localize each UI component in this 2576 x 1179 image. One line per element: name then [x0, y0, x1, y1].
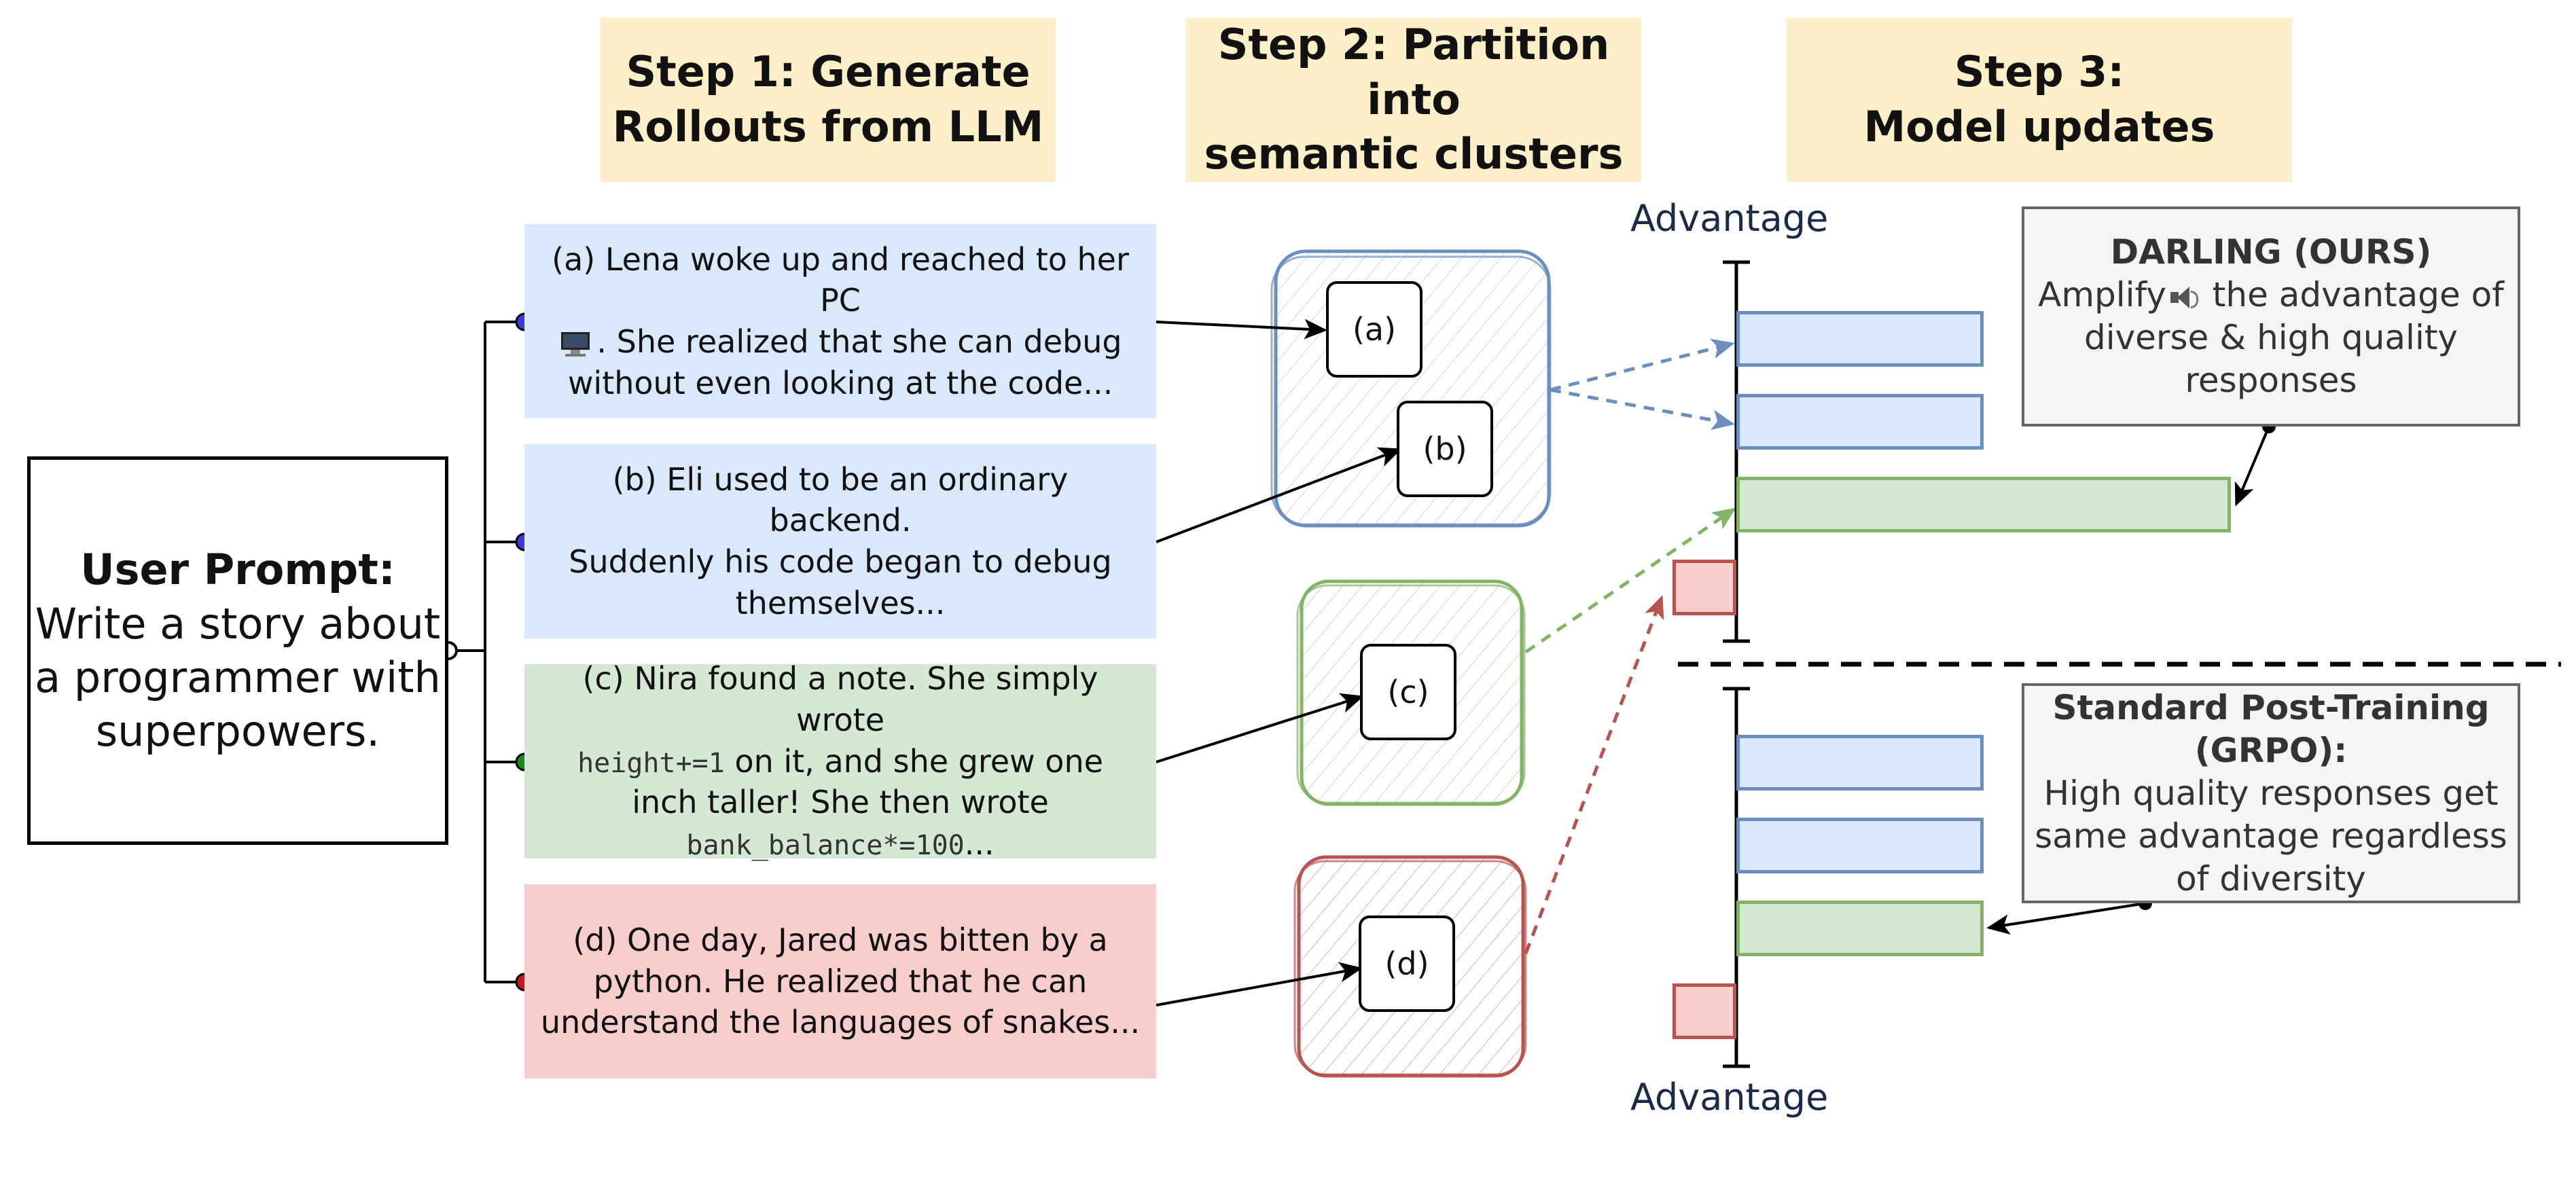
- dash-blue-2: [1550, 388, 1735, 431]
- grpo-bar-b: [1736, 818, 1984, 873]
- rollout-c-tail: ...: [964, 825, 995, 863]
- arrow-b: [1156, 447, 1402, 543]
- cluster-node-c: (c): [1360, 644, 1456, 740]
- dash-green: [1524, 507, 1736, 654]
- cluster-red-sketch: [1293, 860, 1527, 1076]
- cluster-node-b: (b): [1397, 401, 1493, 497]
- rollout-b-line3: themselves...: [735, 584, 946, 621]
- dash-red: [1524, 595, 1664, 954]
- rollout-d-line1: (d) One day, Jared was bitten by a: [573, 921, 1108, 958]
- step1-line1: Step 1: Generate: [626, 47, 1031, 97]
- grpo-line1: High quality responses get: [2043, 773, 2499, 813]
- darling-line1: Amplify the advantage of: [2038, 274, 2504, 316]
- cluster-node-d: (d): [1359, 915, 1455, 1012]
- axis-top-label: Advantage: [1630, 197, 1829, 240]
- rollout-c-line2-rest: on it, and she grew one: [724, 742, 1103, 780]
- rollout-a-line1: (a) Lena woke up and reached to her PC: [552, 240, 1129, 319]
- rollout-b-line1: (b) Eli used to be an ordinary backend.: [612, 460, 1069, 539]
- rollout-c-line4: bank_balance*=100...: [686, 823, 994, 865]
- grpo-bar-d: [1672, 983, 1736, 1039]
- rollout-b: (b) Eli used to be an ordinary backend. …: [524, 444, 1156, 638]
- rollout-a-line3: without even looking at the code...: [567, 364, 1113, 401]
- grpo-bar-c: [1736, 901, 1984, 956]
- step3-header: Step 3: Model updates: [1787, 18, 2292, 182]
- rollout-c-line1: (c) Nira found a note. She simply wrote: [582, 660, 1098, 738]
- darling-bar-d: [1672, 560, 1736, 615]
- grpo-title1: Standard Post-Training: [2052, 687, 2490, 727]
- axis-bottom-label: Advantage: [1630, 1076, 1829, 1119]
- darling-pointer: [2234, 426, 2270, 507]
- darling-bar-a: [1736, 311, 1984, 367]
- prompt-tree: [448, 321, 524, 983]
- darling-bar-b: [1736, 394, 1984, 450]
- rollout-c: (c) Nira found a note. She simply wrote …: [524, 660, 1156, 862]
- arrow-a: [1156, 319, 1327, 340]
- cluster-green-sketch: [1296, 584, 1526, 804]
- grpo-bar-a: [1736, 735, 1984, 791]
- rollout-a-line2: . She realized that she can debug: [596, 323, 1122, 360]
- step3-line2: Model updates: [1863, 102, 2215, 151]
- step2-header: Step 2: Partition into semantic clusters: [1186, 18, 1641, 182]
- rollout-d-line3: understand the languages of snakes...: [540, 1004, 1141, 1041]
- step2-line2: semantic clusters: [1204, 129, 1624, 179]
- darling-line3: responses: [2185, 361, 2357, 400]
- darling-line2: diverse & high quality: [2083, 318, 2458, 357]
- speaker-icon: [2169, 284, 2199, 311]
- user-prompt-title: User Prompt:: [80, 545, 395, 595]
- arrow-d: [1156, 962, 1363, 1006]
- grpo-line2: same advantage regardless: [2035, 816, 2507, 856]
- cluster-node-a: (a): [1326, 281, 1423, 378]
- step2-line1: Step 2: Partition into: [1217, 20, 1610, 124]
- step1-header: Step 1: Generate Rollouts from LLM: [601, 18, 1056, 182]
- darling-line1-post: the advantage of: [2201, 275, 2504, 314]
- user-prompt-box: User Prompt: Write a story about a progr…: [27, 456, 448, 845]
- computer-icon: [558, 331, 592, 358]
- rollout-c-line3: inch taller! She then wrote: [632, 784, 1049, 821]
- user-prompt-line3: superpowers.: [95, 706, 380, 757]
- rollout-b-line2: Suddenly his code began to debug: [569, 543, 1112, 580]
- rollout-c-code2: bank_balance*=100: [686, 830, 965, 862]
- grpo-title2: (GRPO):: [2194, 730, 2348, 770]
- user-prompt-line1: Write a story about: [35, 598, 441, 649]
- rollout-d-line2: python. He realized that he can: [593, 962, 1088, 1000]
- darling-bar-c: [1736, 477, 2231, 532]
- darling-callout: DARLING (OURS) Amplify the advantage of …: [2022, 206, 2520, 427]
- user-prompt-line2: a programmer with: [35, 653, 441, 702]
- rollout-d: (d) One day, Jared was bitten by a pytho…: [524, 884, 1156, 1078]
- step1-line2: Rollouts from LLM: [612, 102, 1044, 151]
- rollout-c-line2: height+=1 on it, and she grew one: [577, 741, 1103, 782]
- rollout-a-line2-wrap: . She realized that she can debug: [558, 321, 1122, 363]
- grpo-callout: Standard Post-Training (GRPO): High qual…: [2022, 683, 2520, 903]
- darling-line1-pre: Amplify: [2038, 275, 2166, 314]
- dash-blue-1: [1550, 338, 1735, 392]
- grpo-pointer: [1986, 902, 2146, 935]
- darling-title: DARLING (OURS): [2110, 232, 2432, 272]
- rollout-c-code1: height+=1: [577, 747, 725, 779]
- step3-line1: Step 3:: [1954, 47, 2125, 97]
- grpo-line3: of diversity: [2176, 858, 2366, 899]
- rollout-a: (a) Lena woke up and reached to her PC .…: [524, 224, 1156, 418]
- arrow-c: [1156, 693, 1364, 763]
